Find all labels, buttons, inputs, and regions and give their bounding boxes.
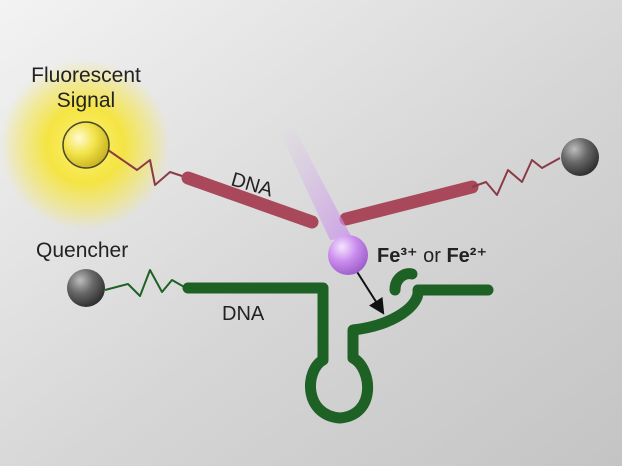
dna-lower-label: DNA — [222, 303, 265, 325]
upper-left-arm — [181, 171, 319, 229]
quencher-label: Quencher — [36, 239, 128, 262]
ion-beam — [278, 128, 352, 240]
lower-dna-strand — [104, 268, 494, 424]
or-label: or — [418, 245, 447, 267]
fluorophore-sphere-icon — [62, 121, 110, 169]
signal-label: Signal — [57, 89, 115, 112]
quencher-sphere-icon — [561, 138, 599, 176]
quencher-sphere-icon — [67, 269, 105, 307]
upper-left-linker — [107, 149, 189, 186]
upper-dna-strand — [107, 149, 561, 229]
lower-left-linker — [104, 269, 187, 297]
upper-right-arm — [339, 180, 479, 226]
lower-dna-loop-strand — [182, 282, 494, 424]
lower-dna-bulge — [389, 268, 418, 296]
fluorescent-label: Fluorescent — [31, 64, 141, 87]
fe3-label: Fe³⁺ — [377, 245, 418, 267]
metal-ion-sphere-icon — [328, 235, 368, 275]
metal-ion-label: Fe³⁺ or Fe²⁺ — [377, 245, 487, 267]
fe2-label: Fe²⁺ — [446, 245, 487, 267]
upper-right-linker — [471, 157, 561, 196]
